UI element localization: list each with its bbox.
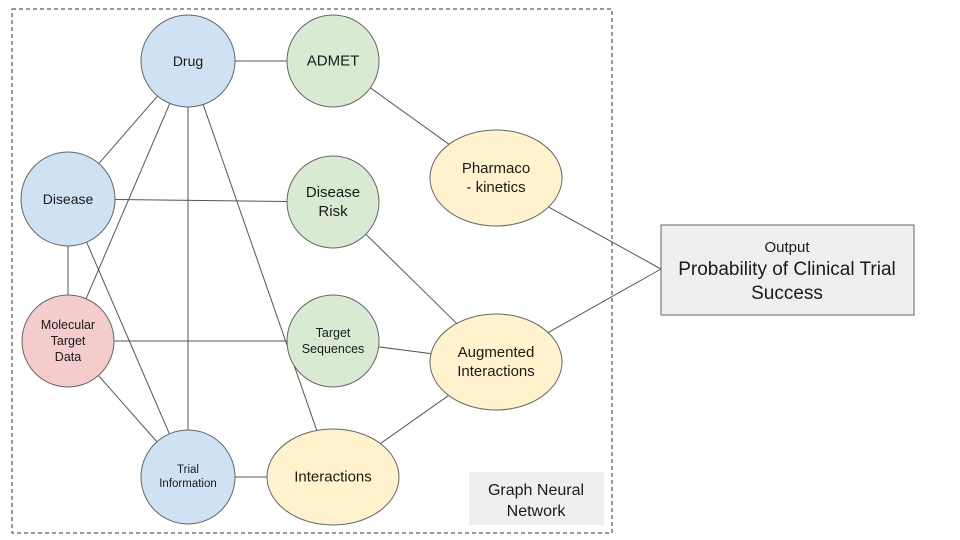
edge-layer: [67, 60, 662, 478]
node-drug: Drug: [140, 14, 236, 108]
edge-drug-to-interactions: [202, 104, 318, 431]
node-admet-circle: [286, 14, 380, 108]
node-drug-circle: [140, 14, 236, 108]
output-line-1: Probability of Clinical Trial: [678, 259, 896, 280]
node-target-seq-label: Target: [316, 326, 351, 340]
node-interactions-circle: [266, 428, 400, 526]
edge-drug-to-disease: [98, 95, 158, 164]
node-pharmaco: Pharmaco - kinetics: [429, 129, 563, 227]
edge-disease-to-trial: [86, 241, 170, 435]
node-augmented-circle: [429, 313, 563, 411]
node-molecular-label: Target: [51, 334, 86, 348]
node-molecular-label: Data: [55, 350, 81, 364]
graph-neural-network-boundary: [11, 8, 613, 534]
node-molecular-label: Molecular: [41, 318, 95, 332]
node-trial-circle: [140, 429, 236, 525]
node-layer: DrugDiseaseMolecularTargetDataTrialInfor…: [20, 14, 563, 526]
node-interactions: Interactions: [266, 428, 400, 526]
edge-disease-risk-to-augmented: [365, 233, 458, 324]
node-augmented-label: Interactions: [457, 363, 535, 380]
edge-pharmaco-to-output: [548, 206, 662, 270]
edge-drug-to-molecular: [85, 103, 171, 299]
node-disease: Disease: [20, 151, 116, 247]
node-interactions-label: Interactions: [294, 469, 372, 486]
gnn-label-background: [469, 472, 604, 525]
node-pharmaco-circle: [429, 129, 563, 227]
gnn-label-line-2: Network: [507, 503, 567, 520]
node-target-seq-circle: [286, 294, 380, 388]
edge-interactions-to-augmented: [380, 395, 449, 444]
output-line-2: Success: [751, 283, 823, 304]
edge-admet-to-pharmaco: [370, 87, 450, 145]
node-target-seq-label: Sequences: [302, 342, 365, 356]
output-box-background: [660, 224, 915, 316]
node-trial-label: Trial: [177, 464, 199, 476]
edge-augmented-to-output: [547, 268, 662, 334]
node-disease-circle: [20, 151, 116, 247]
node-augmented-label: Augmented: [458, 344, 535, 361]
output-title: Output: [764, 239, 810, 256]
node-disease-label: Disease: [43, 191, 94, 207]
gnn-label-box: Graph Neural Network: [469, 472, 604, 525]
node-pharmaco-label: Pharmaco: [462, 160, 530, 177]
node-molecular-circle: [21, 294, 115, 388]
output-box: Output Probability of Clinical Trial Suc…: [660, 224, 915, 316]
edge-disease-to-disease-risk: [114, 199, 288, 202]
node-disease-risk-circle: [286, 155, 380, 249]
edge-target-seq-to-augmented: [378, 346, 432, 355]
node-trial-label: Information: [159, 478, 217, 490]
edge-molecular-to-trial: [98, 375, 158, 443]
gnn-label-line-1: Graph Neural: [488, 482, 584, 499]
node-admet-label: ADMET: [307, 53, 360, 70]
node-drug-label: Drug: [173, 53, 203, 69]
node-disease-risk-label: Risk: [318, 203, 348, 220]
node-admet: ADMET: [286, 14, 380, 108]
node-disease-risk-label: Disease: [306, 184, 360, 201]
node-pharmaco-label: - kinetics: [466, 179, 525, 196]
